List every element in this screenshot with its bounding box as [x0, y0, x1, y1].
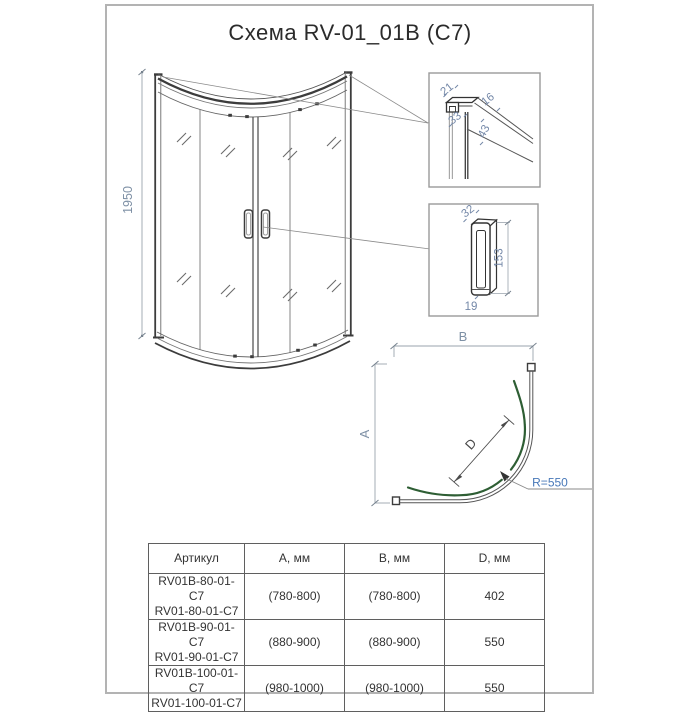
glass-reflections — [176, 132, 342, 302]
plan-dim-b: B — [390, 329, 537, 361]
table-row: RV01B-100-01-C7 RV01-100-01-C7 (980-1000… — [148, 665, 545, 712]
plan-view: B A — [357, 329, 592, 507]
cell-b-mm: (980-1000) — [344, 665, 445, 712]
header-d-mm: D, мм — [444, 543, 545, 574]
profile-cap — [444, 96, 480, 113]
plan-dim-b-label: B — [459, 329, 468, 344]
glass-reflection-icon — [326, 279, 342, 293]
radius-label: R=550 — [532, 476, 568, 490]
dim-19: 19 — [465, 301, 478, 313]
door-arc-bottom — [406, 478, 503, 497]
handle-3d — [470, 218, 498, 296]
front-view: 1950 — [121, 68, 473, 370]
glass-reflection-icon — [220, 144, 236, 158]
dim-153: 153 — [494, 248, 506, 267]
glass-reflection-icon — [220, 284, 236, 298]
handle-detail-view: 32 153 19 — [428, 203, 539, 317]
plan-dim-d-label: D — [462, 435, 479, 452]
cell-d-mm: 550 — [444, 619, 545, 666]
cell-a-mm: (880-900) — [244, 619, 345, 666]
door-handles — [243, 209, 271, 239]
header-b-mm: В, мм — [344, 543, 445, 574]
spec-table: Артикул А, мм В, мм D, мм RV01B-80-01-C7… — [148, 543, 545, 712]
cell-a-mm: (780-800) — [244, 573, 345, 620]
plan-dim-a: A — [357, 360, 390, 507]
leader-lines — [162, 74, 473, 250]
profile-detail-view: 21 33 16 43 — [428, 72, 541, 188]
header-a-mm: А, мм — [244, 543, 345, 574]
header-article: Артикул — [148, 543, 245, 574]
cell-article: RV01B-100-01-C7 RV01-100-01-C7 — [148, 665, 245, 712]
glass-reflection-icon — [326, 136, 342, 150]
cell-b-mm: (780-800) — [344, 573, 445, 620]
dim-43: 43 — [476, 123, 493, 140]
top-rail — [157, 71, 348, 119]
plan-dim-a-label: A — [357, 429, 372, 438]
radius-callout: R=550 — [500, 471, 592, 490]
height-dimension: 1950 — [121, 68, 146, 340]
left-frame-profile — [153, 73, 164, 339]
cell-article: RV01B-80-01-C7 RV01-80-01-C7 — [148, 573, 245, 620]
cell-d-mm: 402 — [444, 573, 545, 620]
cell-b-mm: (880-900) — [344, 619, 445, 666]
panel-dividers — [199, 109, 291, 357]
right-frame-profile — [343, 71, 354, 337]
glass-reflection-icon — [176, 132, 192, 146]
cell-d-mm: 550 — [444, 665, 545, 712]
page-title: Схема RV-01_01B (C7) — [228, 20, 472, 45]
sliding-door-arcs — [406, 379, 527, 497]
table-row: RV01B-80-01-C7 RV01-80-01-C7 (780-800) (… — [148, 573, 545, 620]
height-dimension-label: 1950 — [121, 186, 135, 214]
plan-walls — [391, 362, 536, 506]
door-arc-right — [509, 379, 527, 471]
spec-table-header-row: Артикул А, мм В, мм D, мм — [148, 543, 545, 574]
cell-article: RV01B-90-01-C7 RV01-90-01-C7 — [148, 619, 245, 666]
cell-a-mm: (980-1000) — [244, 665, 345, 712]
table-row: RV01B-90-01-C7 RV01-90-01-C7 (880-900) (… — [148, 619, 545, 666]
glass-reflection-icon — [176, 272, 192, 286]
